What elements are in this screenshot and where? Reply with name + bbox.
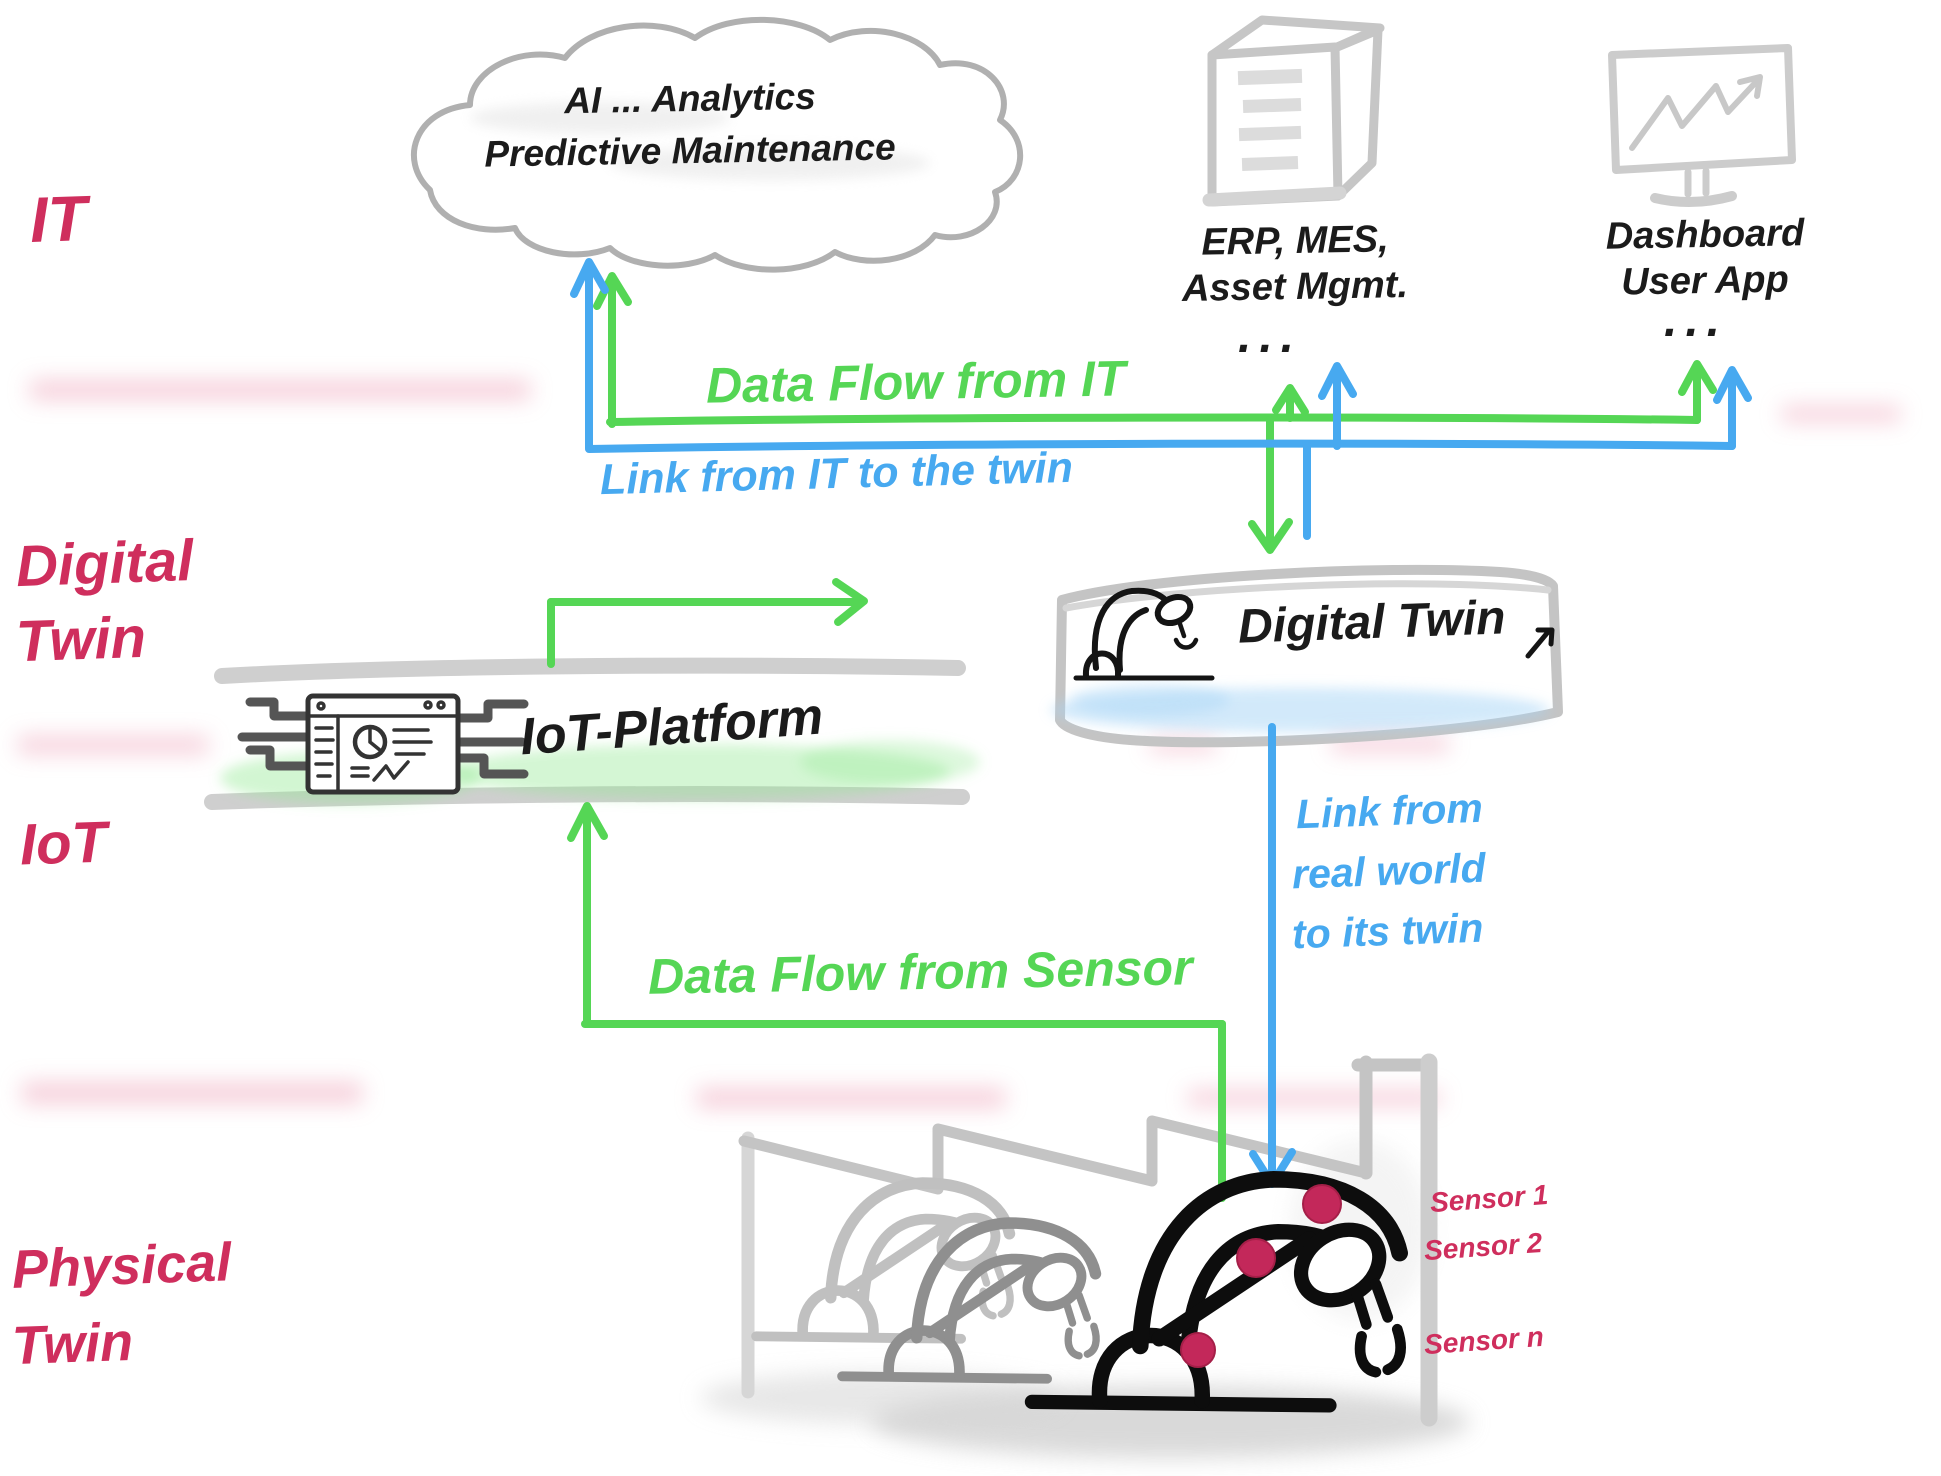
layer-label-iot: IoT [18,809,109,878]
robot-arm-icon [1073,587,1215,681]
flourish-arrow [1525,627,1555,659]
sensor-dot-2 [1236,1238,1276,1278]
sensor-dots [1180,1184,1342,1368]
iot-chip-icon [237,693,529,795]
blue-link-arrows [570,258,1752,1188]
green-data-flow-arrows [547,272,1717,1202]
sensor-dot-1 [1302,1184,1342,1224]
factory-icon [738,1053,1438,1427]
data-flow-sensor-label: Data Flow from Sensor [647,939,1193,1005]
digital-twin-cylinder [1050,564,1563,748]
layer-label-it: IT [28,182,89,256]
erp-ellipsis: ... [1238,310,1303,363]
erp-cube-icon [1202,15,1385,207]
sensor-dot-n [1180,1332,1216,1368]
dashboard-ellipsis: ... [1664,294,1729,347]
digital-twin-node-label: Digital Twin [1237,591,1507,654]
cloud-icon [411,16,1024,273]
dashboard-monitor-icon [1608,44,1796,208]
data-flow-it-label: Data Flow from IT [705,350,1126,414]
